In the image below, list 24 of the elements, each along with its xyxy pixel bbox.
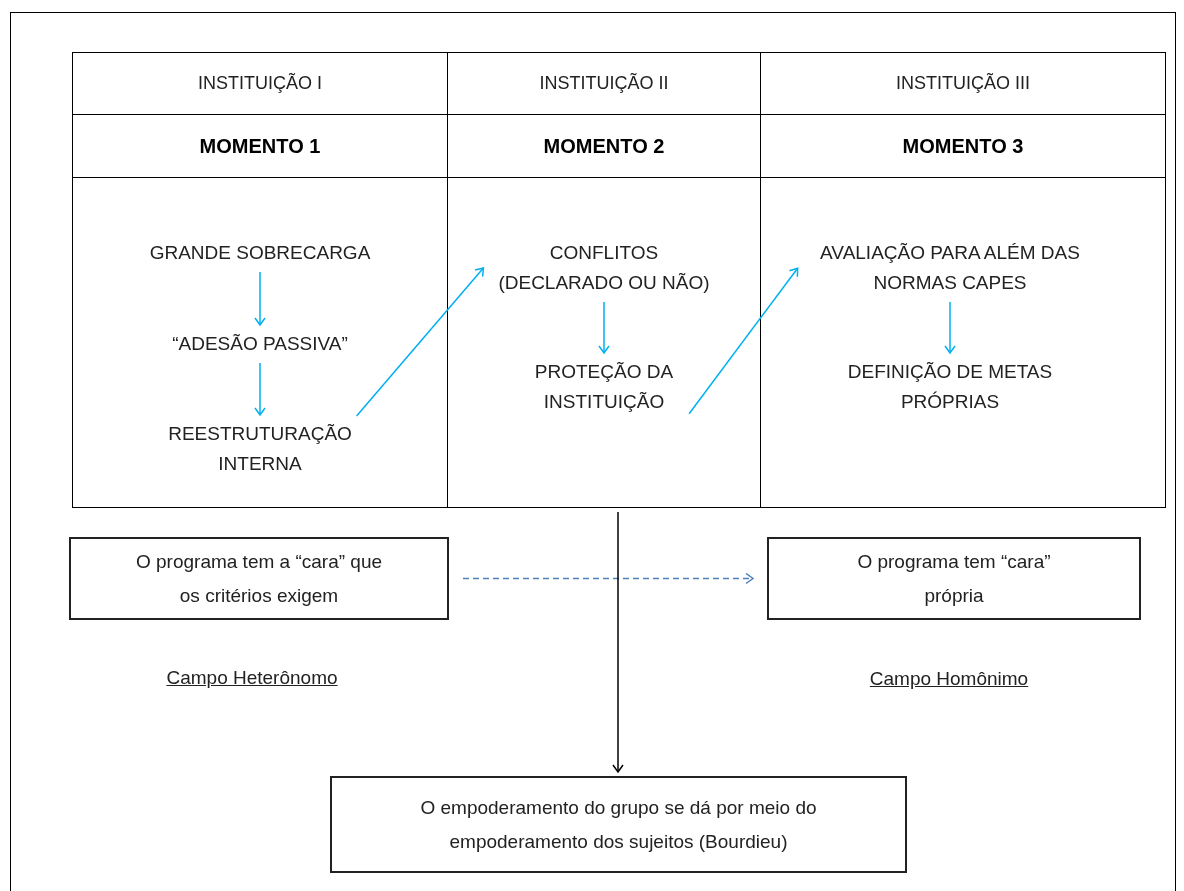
arrow [254, 271, 266, 326]
step-text: REESTRUTURAÇÃO INTERNA [160, 419, 360, 479]
text-box: O programa tem a “cara” que os critérios exigem [69, 537, 449, 620]
table-cell [760, 177, 1166, 508]
step-text: CONFLITOS (DECLARADO OU NÃO) [486, 238, 722, 298]
arrow [598, 301, 610, 354]
arrow [254, 362, 266, 416]
header-cell: INSTITUIÇÃO I [72, 52, 448, 115]
arrow [688, 267, 799, 415]
step-text: “ADESÃO PASSIVA” [135, 329, 385, 359]
arrow [462, 572, 754, 585]
table-cell [72, 177, 448, 508]
step-text: PROTEÇÃO DA INSTITUIÇÃO [516, 357, 692, 417]
arrow [355, 267, 485, 417]
arrow [612, 511, 624, 773]
header-cell: INSTITUIÇÃO III [760, 52, 1166, 115]
step-text: DEFINIÇÃO DE METAS PRÓPRIAS [825, 357, 1075, 417]
step-text: GRANDE SOBRECARGA [135, 238, 385, 268]
field-label: Campo Homônimo [869, 667, 1029, 691]
field-label: Campo Heterônomo [166, 666, 338, 690]
text-box: O empoderamento do grupo se dá por meio do empoderamento dos sujeitos (Bourdieu) [330, 776, 907, 873]
arrow [944, 301, 956, 354]
step-text: AVALIAÇÃO PARA ALÉM DAS NORMAS CAPES [800, 238, 1100, 298]
text-box: O programa tem “cara” própria [767, 537, 1141, 620]
